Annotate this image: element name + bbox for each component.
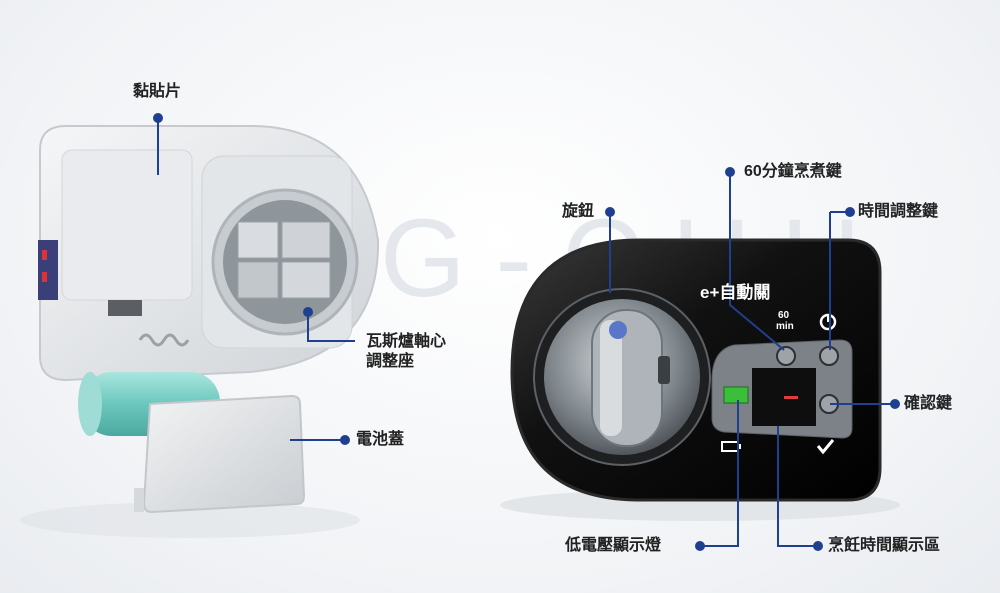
label-confirm-key: 確認鍵 — [904, 395, 953, 412]
left-device — [20, 125, 380, 538]
label-battery-cover: 電池蓋 — [356, 431, 405, 448]
label-cook-time-display: 烹飪時間顯示區 — [828, 537, 941, 554]
label-low-battery-light: 低電壓顯示燈 — [565, 537, 662, 554]
label-gas-shaft-seat: 瓦斯爐軸心 調整座 — [366, 333, 447, 370]
label-knob: 旋鈕 — [562, 203, 595, 220]
label-sticker: 黏貼片 — [133, 83, 182, 100]
button-60-top: 60 — [778, 310, 790, 321]
label-time-adjust-key: 時間調整鍵 — [858, 203, 939, 220]
right-device — [500, 238, 900, 521]
callout-lines — [153, 113, 900, 551]
label-cook-60-key: 60分鐘烹煮鍵 — [744, 163, 842, 180]
brand-text: e+自動關 — [700, 283, 771, 302]
button-60-bottom: min — [776, 321, 794, 332]
